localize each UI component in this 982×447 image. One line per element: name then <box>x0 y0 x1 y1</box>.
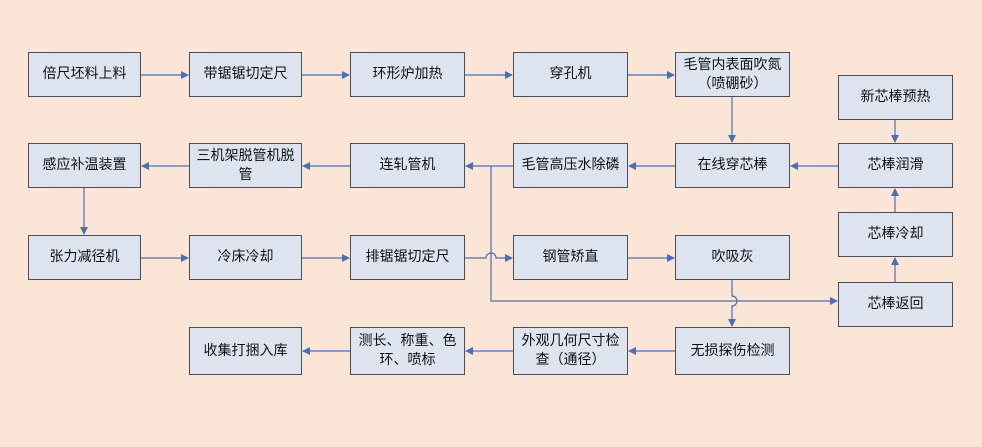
node-ndt-inspection: 无损探伤检测 <box>675 327 790 375</box>
node-label: 收集打捆入库 <box>203 342 288 359</box>
node-label: 芯棒返回 <box>867 296 924 312</box>
node-label: 感应补温装置 <box>42 157 127 173</box>
node-online-mandrel-insertion: 在线穿芯棒 <box>675 143 790 188</box>
node-measure-weigh-mark: 测长、称重、色环、喷标 <box>350 327 465 375</box>
node-piercing-mill: 穿孔机 <box>513 52 628 97</box>
arrow <box>465 252 513 262</box>
node-label: 连轧管机 <box>379 157 436 173</box>
arrow <box>490 166 838 305</box>
node-straightening: 钢管矫直 <box>513 235 628 280</box>
node-cooling-bed: 冷床冷却 <box>189 235 302 280</box>
node-label: 环形炉加热 <box>372 66 443 82</box>
node-stretch-reducing-mill: 张力减径机 <box>28 235 141 280</box>
node-three-stand-extractor: 三机架脱管机脱管 <box>189 143 302 188</box>
node-label: 吹吸灰 <box>711 249 754 265</box>
node-induction-reheating: 感应补温装置 <box>28 143 141 188</box>
node-label: 毛管内表面吹氮（喷硼砂） <box>683 56 782 92</box>
node-continuous-mill: 连轧管机 <box>350 143 465 188</box>
node-label: 张力减径机 <box>49 249 120 265</box>
arrow <box>728 280 738 327</box>
node-label: 三机架脱管机脱管 <box>196 147 295 183</box>
node-label: 倍尺坯料上料 <box>42 66 127 82</box>
node-label: 外观几何尺寸检查（通径） <box>521 333 620 368</box>
node-label: 芯棒润滑 <box>867 157 924 173</box>
node-collect-bundle-store: 收集打捆入库 <box>189 327 302 375</box>
node-dust-blowing: 吹吸灰 <box>675 235 790 280</box>
node-label: 穿孔机 <box>549 66 592 82</box>
node-mandrel-cooling: 芯棒冷却 <box>838 212 953 257</box>
node-high-pressure-descaling: 毛管高压水除磷 <box>513 143 628 188</box>
node-band-saw-cutting: 带锯锯切定尺 <box>189 52 302 97</box>
node-label: 在线穿芯棒 <box>697 157 768 173</box>
node-gang-saw-cutting: 排锯锯切定尺 <box>350 235 465 280</box>
node-label: 芯棒冷却 <box>867 226 924 242</box>
node-label: 冷床冷却 <box>217 249 274 265</box>
node-visual-dimension-check: 外观几何尺寸检查（通径） <box>513 327 628 375</box>
node-label: 钢管矫直 <box>542 249 599 265</box>
node-mandrel-lubrication: 芯棒润滑 <box>838 143 953 188</box>
node-new-mandrel-preheat: 新芯棒预热 <box>838 75 953 120</box>
node-label: 排锯锯切定尺 <box>365 249 450 265</box>
node-label: 带锯锯切定尺 <box>203 66 288 82</box>
node-label: 测长、称重、色环、喷标 <box>358 333 457 368</box>
node-label: 无损探伤检测 <box>690 342 775 359</box>
node-hollow-nitrogen-blowing: 毛管内表面吹氮（喷硼砂） <box>675 52 790 97</box>
node-ring-furnace-heating: 环形炉加热 <box>350 52 465 97</box>
node-billet-loading: 倍尺坯料上料 <box>28 52 141 97</box>
node-label: 新芯棒预热 <box>860 89 931 105</box>
node-label: 毛管高压水除磷 <box>521 157 620 173</box>
node-mandrel-return: 芯棒返回 <box>838 282 953 327</box>
